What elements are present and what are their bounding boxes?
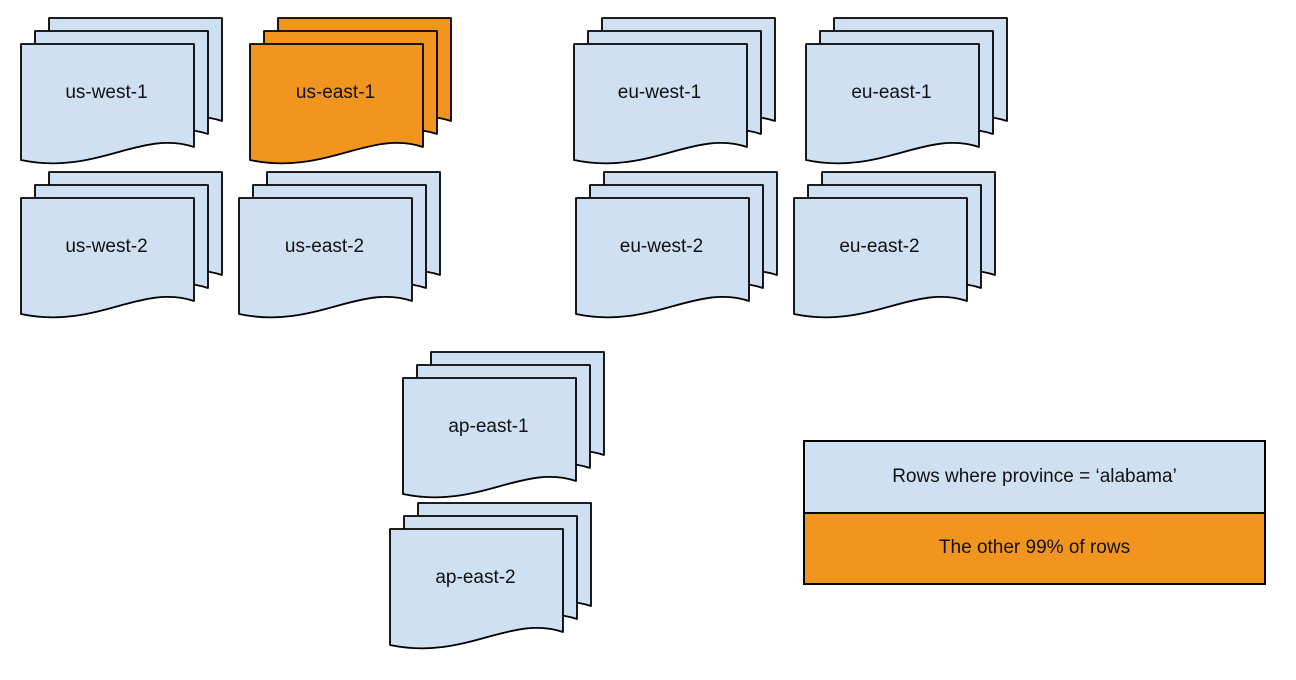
- region-stack-eu-east-1: eu-east-1: [805, 17, 1008, 173]
- region-stack-us-west-2: us-west-2: [20, 171, 223, 327]
- document-shape-icon: [575, 197, 750, 319]
- region-stack-eu-east-2: eu-east-2: [793, 171, 996, 327]
- region-stack-us-east-1: us-east-1: [249, 17, 452, 173]
- document-shape-icon: [402, 377, 577, 499]
- region-stack-ap-east-1: ap-east-1: [402, 351, 605, 507]
- document-shape-icon: [805, 43, 980, 165]
- legend-row-other-rows: The other 99% of rows: [805, 511, 1264, 583]
- document-shape-icon: [20, 197, 195, 319]
- legend-label-alabama: Rows where province = ‘alabama’: [892, 465, 1177, 487]
- region-stack-ap-east-2: ap-east-2: [389, 502, 592, 658]
- region-stack-us-east-2: us-east-2: [238, 171, 441, 327]
- document-shape-icon: [389, 528, 564, 650]
- region-stack-eu-west-1: eu-west-1: [573, 17, 776, 173]
- document-shape-icon: [249, 43, 424, 165]
- legend: Rows where province = ‘alabama’ The othe…: [803, 440, 1266, 585]
- document-shape-icon: [238, 197, 413, 319]
- document-shape-icon: [793, 197, 968, 319]
- legend-label-other-rows: The other 99% of rows: [938, 537, 1131, 559]
- region-stack-us-west-1: us-west-1: [20, 17, 223, 173]
- legend-row-alabama: Rows where province = ‘alabama’: [805, 442, 1264, 512]
- region-stack-eu-west-2: eu-west-2: [575, 171, 778, 327]
- document-shape-icon: [573, 43, 748, 165]
- document-shape-icon: [20, 43, 195, 165]
